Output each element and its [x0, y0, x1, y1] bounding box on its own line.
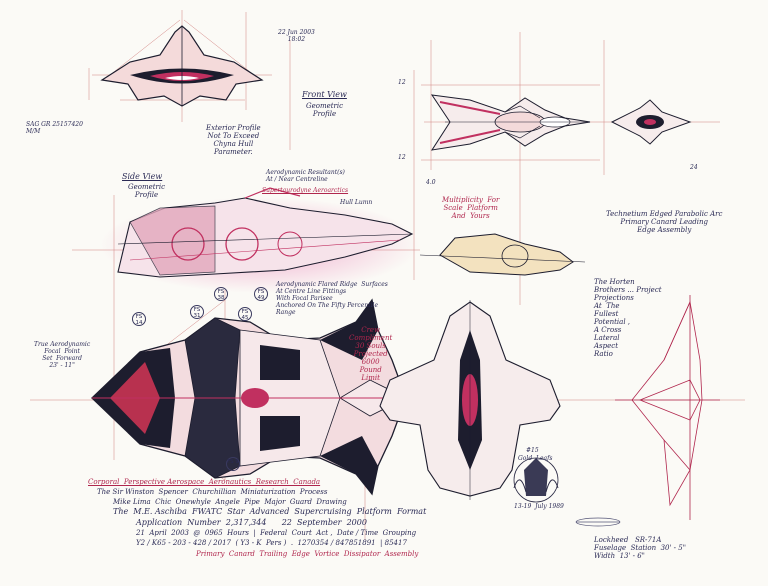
front-view-title: Front View	[302, 90, 347, 99]
fs-marker-9: FS 9	[226, 457, 240, 471]
seal-text: Gold Leafs	[518, 455, 553, 462]
technetium-note: Technetium Edged Parabolic Arc Primary C…	[606, 210, 723, 235]
profile-view	[419, 233, 586, 276]
side-view-subtitle: Geometric Profile	[128, 183, 166, 200]
centre-label: Hull Lumn	[340, 199, 373, 206]
dim-12-lower: 12	[398, 154, 406, 161]
seal-date: 13-19 July 1989	[514, 503, 564, 510]
supertaurodyne-label: Supertaurodyne Aeroarctics	[262, 187, 349, 194]
side-view-silhouette	[100, 187, 420, 293]
fs-marker-49: FS 49	[254, 287, 268, 301]
footer-line-1: Corporal Perspective Aerospace Aeronauti…	[88, 478, 321, 486]
footer-line-6: 21 April 2003 @ 0965 Hours | Federal Cou…	[136, 529, 417, 537]
crew-note: Crew Compliment 30 Souls Projected 6000 …	[349, 326, 393, 383]
centre-plan-view	[379, 300, 561, 500]
aerodynamic-resultant-note: Aerodynamic Resultant(s) At / Near Centr…	[266, 169, 345, 183]
lockheed-note: Lockheed SR-71A Fuselage Station 30' - 5…	[594, 536, 686, 561]
footer-line-7: Y2 / K65 - 203 - 428 / 2017 ( Y3 - K Per…	[136, 539, 407, 547]
footer-line-2: The Sir Winston Spencer Churchillian Min…	[97, 488, 328, 496]
fs-marker-31: FS 31	[190, 305, 204, 319]
dim-12-upper: 12	[398, 79, 406, 86]
seal-emblem	[513, 457, 559, 503]
fs-marker-45: FS 45	[238, 307, 252, 321]
aero-focal-note: True Aerodynamic Focal Point Set Forward…	[34, 341, 91, 369]
dim-4-0: 4.0	[426, 179, 436, 186]
horten-note: The Horten Brothers ... Project Projecti…	[594, 278, 662, 359]
small-top-view	[610, 99, 692, 145]
aero-flared-note: Aerodynamic Flared Ridge Surfaces At Cen…	[276, 281, 388, 316]
reference-code: SAG GR 25157420 M/M	[26, 121, 83, 135]
front-view-subtitle: Geometric Profile	[306, 102, 344, 119]
fs-marker-38: FS 38	[214, 287, 228, 301]
multiplicity-note: Multiplicity For Scale Platform And Your…	[442, 196, 500, 221]
sr71-outline	[575, 517, 621, 527]
dim-24: 24	[690, 164, 698, 171]
footer-line-4: The M.E. Aschiba FWATC Star Advanced Sup…	[113, 507, 427, 516]
flying-wing-view	[615, 295, 720, 520]
fs-marker-14: FS 14	[132, 312, 146, 326]
footer-line-5: Application Number 2,317,344 22 Septembe…	[136, 518, 367, 527]
front-view-silhouette	[100, 25, 264, 107]
footer-line-3: Mike Lima Chic Onewhyle Angele Pipe Majo…	[113, 498, 347, 506]
main-plan-view	[91, 298, 407, 496]
top-right-plan	[430, 94, 591, 151]
exterior-profile-note: Exterior Profile Not To Exceed Chyna Hul…	[206, 124, 261, 157]
date-stamp: 22 Jun 2003 18:02	[278, 29, 315, 43]
side-view-title: Side View	[122, 172, 163, 181]
seal-number: #15	[526, 447, 539, 454]
footer-line-8: Primary Canard Trailing Edge Vortice Dis…	[196, 550, 419, 558]
